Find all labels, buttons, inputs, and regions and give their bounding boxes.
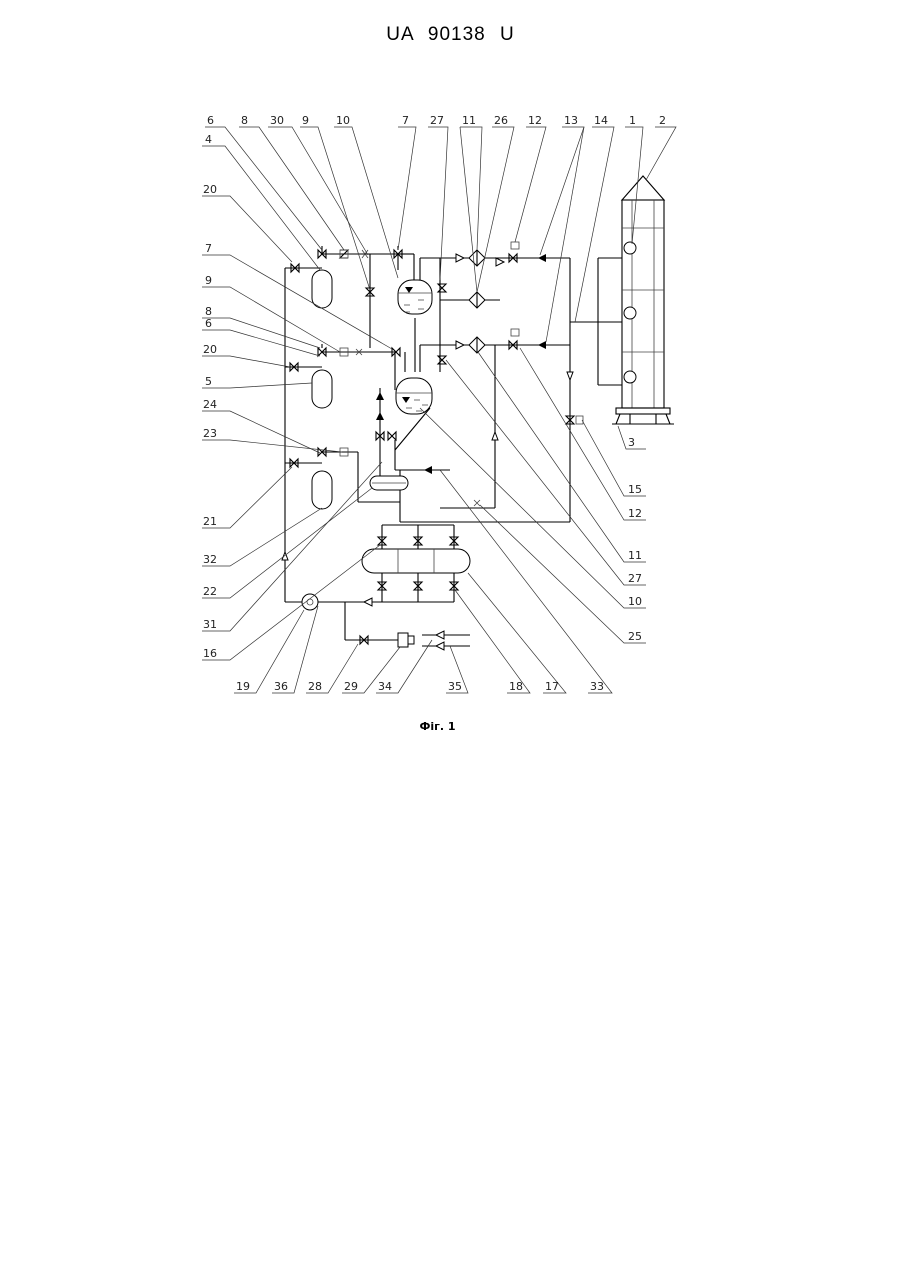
column-apparatus [570,176,674,424]
callout-20-left: 20 [203,343,217,356]
callout-12-right: 12 [628,507,642,520]
callout-5: 5 [205,375,212,388]
callout-20-top: 20 [203,183,217,196]
callout-7-left: 7 [205,242,212,255]
callout-23: 23 [203,427,217,440]
callout-28: 28 [308,680,322,693]
callout-9-top: 9 [302,114,309,127]
callout-17: 17 [545,680,559,693]
callout-2: 2 [659,114,666,127]
callout-21: 21 [203,515,217,528]
callout-27-right: 27 [628,572,642,585]
callout-1: 1 [629,114,636,127]
callout-10-right: 10 [628,595,642,608]
callout-4: 4 [205,133,212,146]
callout-35: 35 [448,680,462,693]
callout-7-top: 7 [402,114,409,127]
callout-16: 16 [203,647,217,660]
valves [290,242,583,644]
callout-18: 18 [509,680,523,693]
callout-10-top: 10 [336,114,350,127]
callout-26: 26 [494,114,508,127]
callout-8-top: 8 [241,114,248,127]
callout-9-left: 9 [205,274,212,287]
callout-14: 14 [594,114,608,127]
callout-27-top: 27 [430,114,444,127]
callout-32: 32 [203,553,217,566]
callout-11-top: 11 [462,114,476,127]
callout-33: 33 [590,680,604,693]
callout-3: 3 [628,436,635,449]
callout-12-top: 12 [528,114,542,127]
callout-6-left: 6 [205,317,212,330]
callout-labels: 6 8 30 9 10 7 27 11 26 12 13 14 1 2 4 20… [203,114,666,693]
leader-lines [202,127,676,693]
callout-15: 15 [628,483,642,496]
figure-caption: Фіг. 1 [0,720,875,733]
callout-29: 29 [344,680,358,693]
callout-30: 30 [270,114,284,127]
callout-34: 34 [378,680,392,693]
callout-36: 36 [274,680,288,693]
callout-11-right: 11 [628,549,642,562]
callout-19: 19 [236,680,250,693]
callout-24: 24 [203,398,217,411]
callout-31: 31 [203,618,217,631]
callout-13: 13 [564,114,578,127]
callout-25: 25 [628,630,642,643]
callout-22: 22 [203,585,217,598]
callout-6-top: 6 [207,114,214,127]
